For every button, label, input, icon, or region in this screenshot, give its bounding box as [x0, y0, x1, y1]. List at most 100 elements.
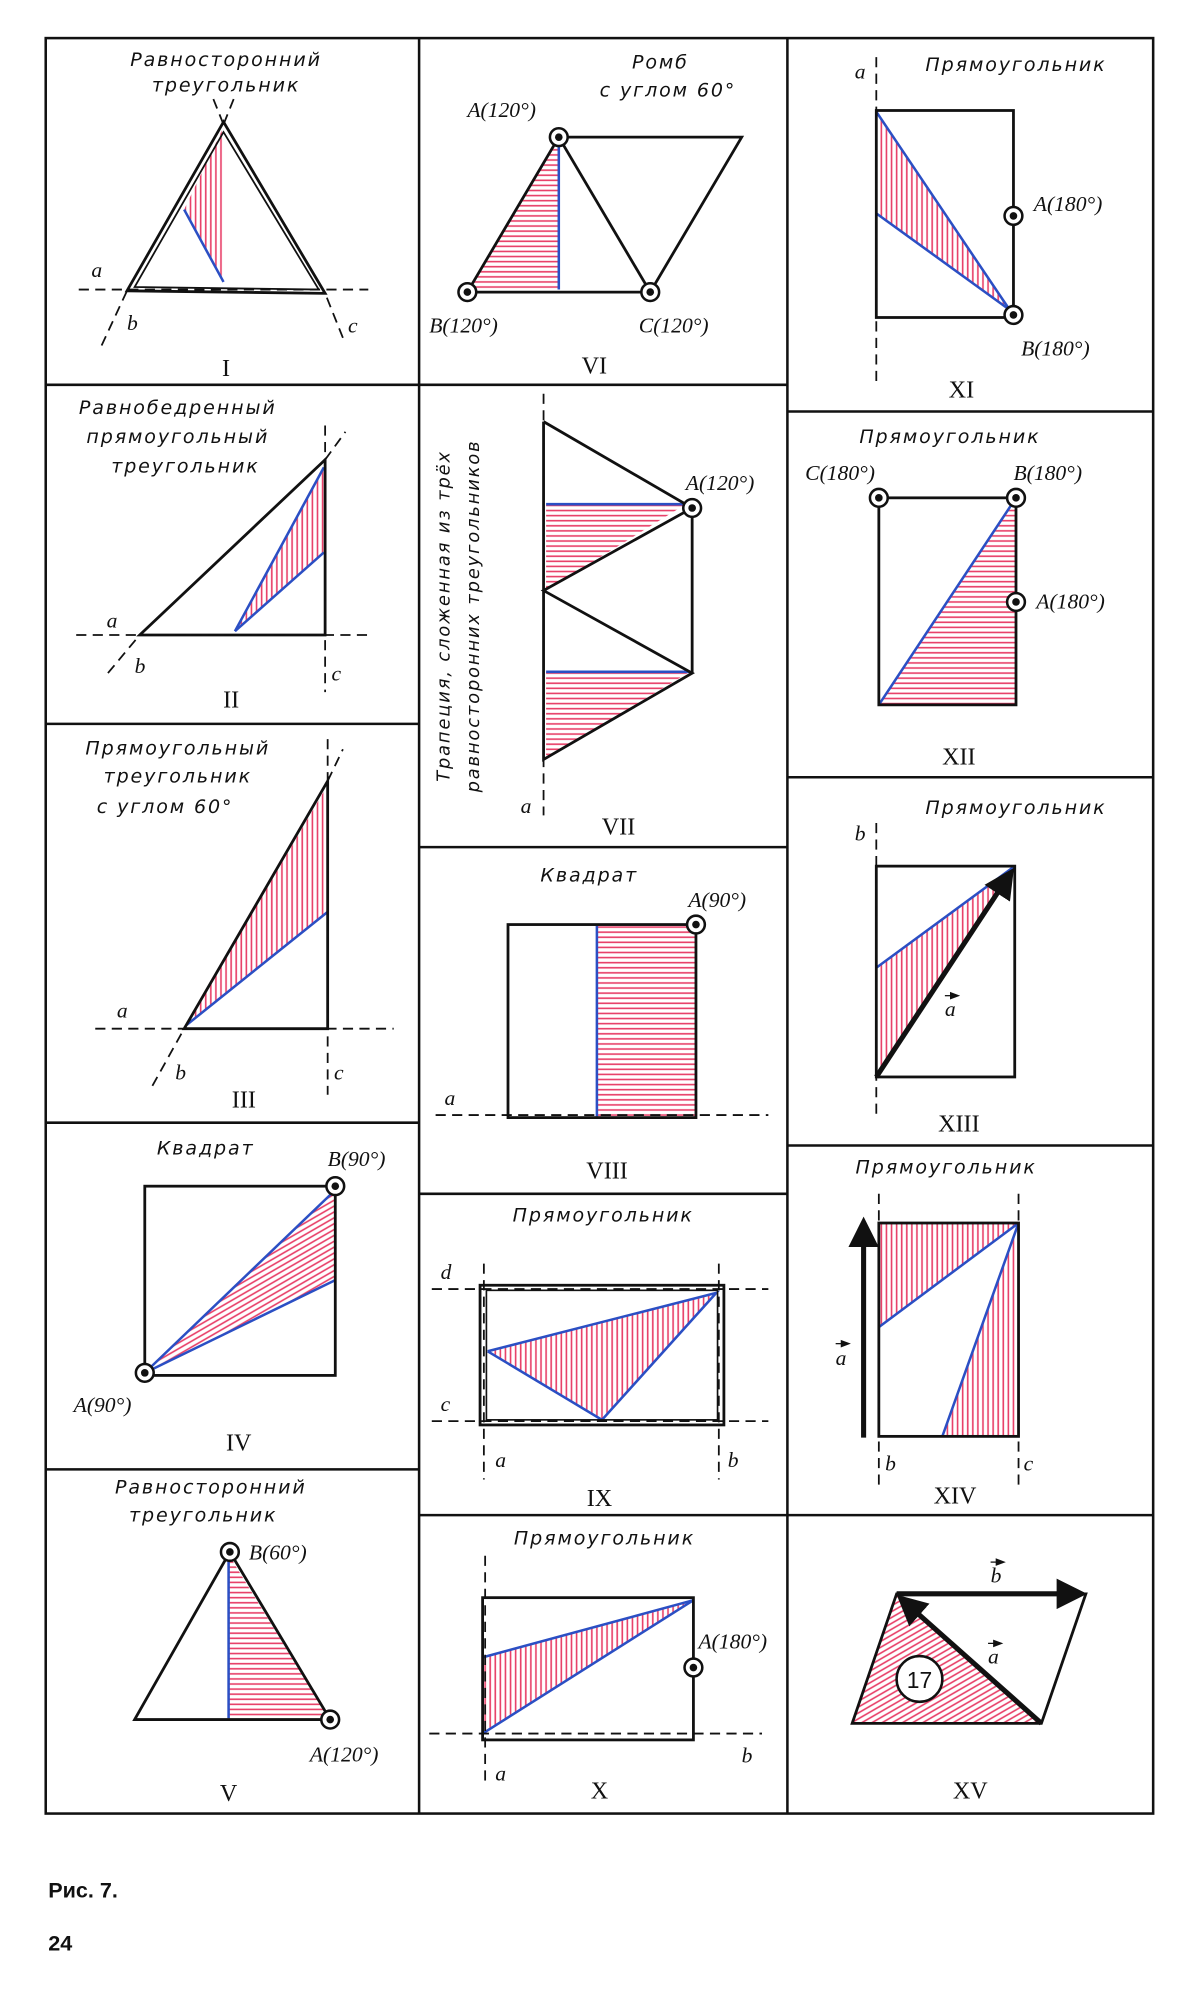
panel-title: Прямоугольник: [514, 1527, 695, 1549]
panel-numeral: X: [591, 1777, 608, 1804]
hatched-region: [596, 925, 696, 1117]
panel-title: прямоугольный: [86, 426, 269, 448]
axis-label: a: [117, 998, 128, 1022]
point-label: A(90°): [686, 888, 746, 912]
vector-a-arrow: [874, 867, 1014, 1079]
panel-VII: Трапеция, сложенная из трёх равносторонн…: [435, 393, 755, 840]
panel-title: Прямоугольник: [859, 426, 1040, 448]
point-label: B(90°): [328, 1147, 386, 1171]
panel-XIII: Прямоугольник b a XIII: [855, 797, 1106, 1137]
point-label: A(180°): [1032, 192, 1103, 216]
blue-edge: [487, 1290, 721, 1422]
vector-label: a: [988, 1645, 999, 1669]
axis-label: b: [885, 1452, 896, 1476]
panel-title: треугольник: [152, 74, 300, 96]
panel-numeral: XV: [953, 1777, 988, 1804]
figure-caption: Рис. 7.: [48, 1877, 118, 1902]
panel-numeral: I: [222, 355, 230, 382]
panel-X: Прямоугольник A(180°) a b X: [429, 1527, 767, 1804]
axis-label: c: [441, 1392, 451, 1416]
axis-label: a: [91, 258, 102, 282]
vector-label: a: [836, 1346, 847, 1370]
panel-title: Равносторонний: [130, 49, 322, 71]
panel-XV: b a 17 XV: [850, 1558, 1088, 1804]
axis-label: b: [135, 654, 146, 678]
hatched-region: [184, 127, 224, 282]
panel-title: Прямоугольник: [925, 797, 1106, 819]
panel-VIII: Квадрат A(90°) a VIII: [435, 864, 769, 1185]
vector-a-arrow: [896, 1594, 1044, 1726]
triangle: [124, 119, 328, 295]
panel-title: равносторонних треугольников: [464, 440, 484, 794]
point-label: A(180°): [1034, 589, 1105, 613]
axis-b: [151, 1028, 185, 1087]
panel-numeral: VII: [602, 813, 636, 840]
axis-c: [324, 293, 344, 339]
panel-title: Прямоугольник: [513, 1205, 694, 1227]
panel-numeral: VIII: [586, 1158, 628, 1185]
point-label: A(120°): [465, 98, 536, 122]
axis-b: [100, 290, 128, 346]
panel-title: Равносторонний: [115, 1477, 307, 1499]
blue-edge: [144, 1279, 336, 1375]
panel-numeral: XI: [949, 377, 974, 404]
panel-title: Ромб: [632, 52, 689, 74]
blue-edge: [875, 212, 1011, 311]
panel-numeral: IV: [226, 1429, 252, 1456]
axis-b: [107, 634, 141, 674]
point-label: A(120°): [308, 1742, 379, 1766]
panel-numeral: II: [223, 686, 239, 713]
point-label: B(60°): [249, 1541, 307, 1565]
axis-label: b: [175, 1061, 186, 1085]
panel-title: треугольник: [111, 455, 259, 477]
point-label: C(180°): [805, 461, 875, 485]
blue-edge: [875, 111, 1011, 311]
vector-label: b: [991, 1563, 1002, 1587]
point-label: A(120°): [684, 471, 755, 495]
blue-edge: [481, 1599, 695, 1735]
blue-edge: [878, 1221, 1020, 1329]
axis-label: a: [495, 1448, 506, 1472]
blue-edge: [143, 1189, 337, 1374]
blue-edge: [234, 551, 325, 633]
figure-number-badge: [895, 1654, 944, 1704]
point-label: B(180°): [1021, 337, 1090, 361]
panel-XII: Прямоугольник C(180°) B(180°) A(180°) XI…: [805, 426, 1105, 770]
blue-edge: [877, 497, 1018, 706]
blue-edge: [185, 910, 329, 1026]
panel-III: Прямоугольный треугольник с углом 60° a …: [85, 737, 394, 1113]
panel-title: Квадрат: [157, 1137, 255, 1159]
point-label: B(120°): [429, 314, 498, 338]
blue-edge: [183, 208, 225, 283]
panel-title: треугольник: [129, 1504, 277, 1526]
point-label: A(180°): [696, 1629, 767, 1653]
page-number: 24: [48, 1931, 72, 1956]
axis-label: a: [495, 1762, 506, 1786]
panel-XI: Прямоугольник a A(180°) B(180°) XI: [855, 54, 1106, 404]
point-label: A(90°): [72, 1393, 132, 1417]
panel-numeral: XIV: [934, 1483, 977, 1510]
axis-label: b: [127, 311, 138, 335]
panel-title: Квадрат: [540, 864, 638, 886]
panel-numeral: VI: [582, 352, 607, 379]
panel-title: Прямоугольный: [85, 737, 270, 759]
axis-label: d: [441, 1260, 452, 1284]
panel-IV: Квадрат B(90°) A(90°) IV: [72, 1137, 386, 1456]
panel-II: Равнобедренный прямоугольный треугольник…: [76, 397, 371, 713]
axis-label: b: [728, 1448, 739, 1472]
panel-numeral: IX: [587, 1485, 612, 1512]
axis-label: c: [331, 662, 341, 686]
panel-numeral: XII: [942, 744, 976, 771]
axis-label: b: [742, 1744, 753, 1768]
hatched-region: [852, 1593, 1042, 1724]
axis-label: a: [855, 60, 866, 84]
hatched-region: [487, 1292, 717, 1420]
trapezoid: [540, 420, 695, 762]
triangle: [132, 1549, 333, 1721]
panel-numeral: V: [220, 1780, 238, 1807]
panel-title: Прямоугольник: [925, 54, 1106, 76]
vector-label: a: [945, 997, 956, 1021]
panel-IX: Прямоугольник d c a b IX: [431, 1205, 769, 1512]
blue-edge: [941, 1222, 1020, 1437]
table-grid: [44, 36, 1155, 1815]
